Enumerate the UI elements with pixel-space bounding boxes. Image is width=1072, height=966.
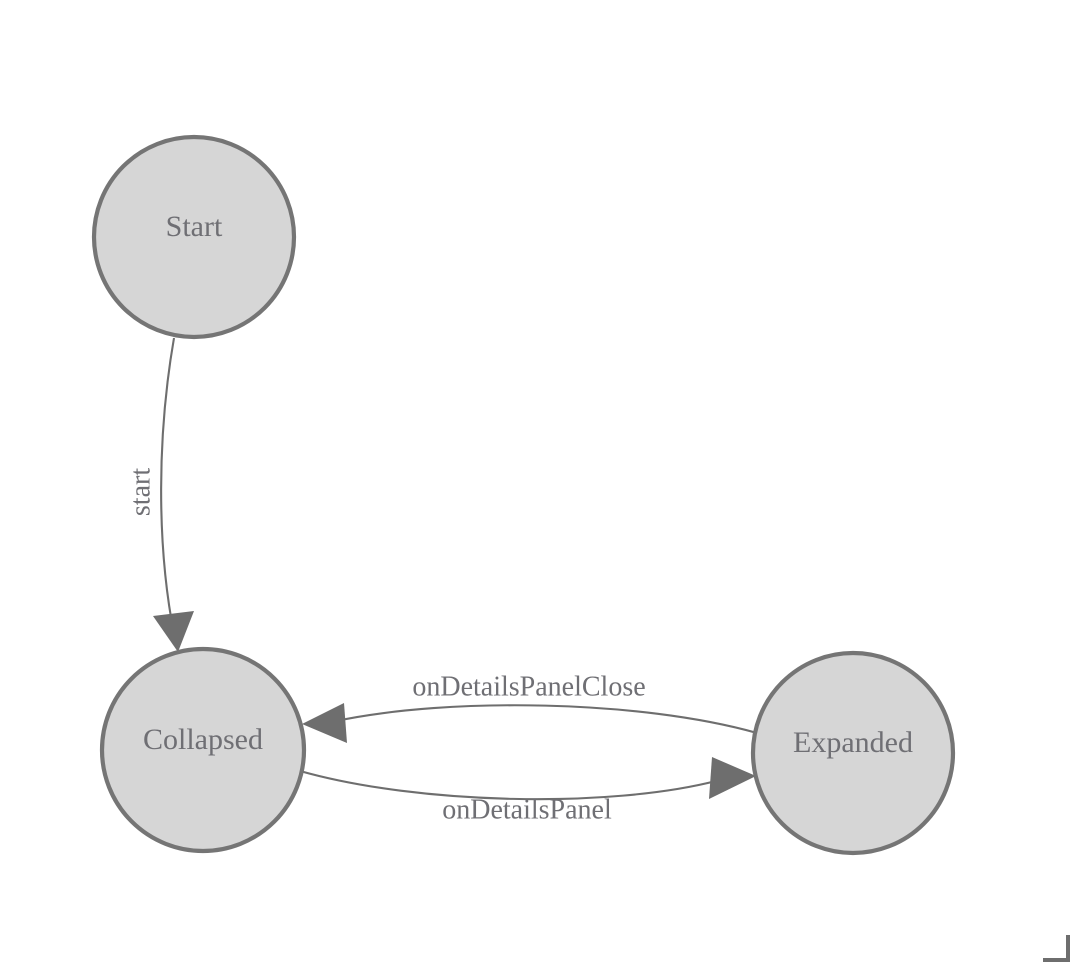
edge-collapsed-to-expanded-line xyxy=(299,769,717,801)
edge-expanded-to-collapsed[interactable]: onDetailsPanelClose xyxy=(302,671,758,743)
edge-collapsed-to-expanded[interactable]: onDetailsPanel xyxy=(299,757,756,825)
resize-corner-mark-icon[interactable] xyxy=(1043,935,1070,962)
edge-label-on-details-panel-close: onDetailsPanelClose xyxy=(412,671,645,702)
state-node-expanded[interactable]: Expanded xyxy=(750,650,956,856)
edge-start-to-collapsed-line xyxy=(160,337,178,645)
state-node-collapsed[interactable]: Collapsed xyxy=(99,646,307,854)
state-node-collapsed-circle xyxy=(99,646,307,854)
edge-label-start: start xyxy=(125,468,156,516)
edge-start-to-collapsed-arrowhead xyxy=(153,611,194,652)
edge-label-on-details-panel: onDetailsPanel xyxy=(442,794,612,825)
state-node-expanded-label: Expanded xyxy=(793,726,913,759)
state-node-expanded-circle xyxy=(750,650,956,856)
state-node-collapsed-label: Collapsed xyxy=(143,723,263,756)
state-node-start-label: Start xyxy=(166,210,223,243)
state-node-start-circle xyxy=(91,134,297,340)
edge-start-to-collapsed[interactable]: start xyxy=(125,337,194,652)
state-node-start[interactable]: Start xyxy=(91,134,297,340)
edge-collapsed-to-expanded-arrowhead xyxy=(709,757,756,799)
edge-expanded-to-collapsed-arrowhead xyxy=(302,703,347,743)
edge-expanded-to-collapsed-line xyxy=(335,704,758,735)
